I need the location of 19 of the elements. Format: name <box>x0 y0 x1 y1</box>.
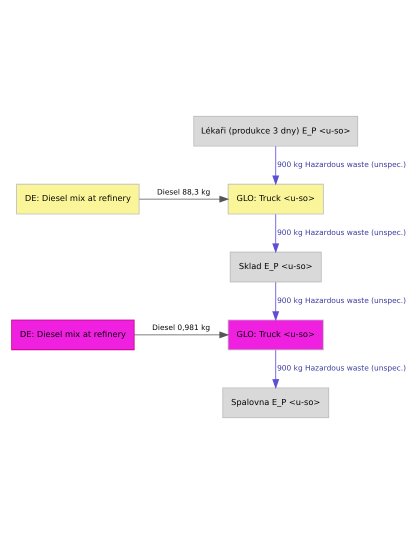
edge-label: Diesel 88,3 kg <box>157 187 210 196</box>
node-box: Sklad E_P <u-so> <box>230 252 322 282</box>
node-box: GLO: Truck <u-so> <box>228 320 324 350</box>
edge-label: Diesel 0,981 kg <box>152 323 210 332</box>
arrow <box>138 196 230 203</box>
arrow <box>272 350 280 390</box>
arrow <box>272 214 280 254</box>
node-box: DE: Diesel mix at refinery <box>16 184 140 214</box>
edge-label: 900 kg Hazardous waste (unspec.) <box>277 160 406 169</box>
edge-label: 900 kg Hazardous waste (unspec.) <box>277 296 406 305</box>
arrow <box>272 282 280 322</box>
arrow <box>272 146 280 186</box>
node-box: Lékaři (produkce 3 dny) E_P <u-so> <box>193 116 358 147</box>
node-box: GLO: Truck <u-so> <box>228 184 324 214</box>
arrow <box>134 331 230 338</box>
edge-label: 900 kg Hazardous waste (unspec.) <box>277 364 406 373</box>
edge-label: 900 kg Hazardous waste (unspec.) <box>277 228 406 237</box>
node-box: Spalovna E_P <u-so> <box>222 387 330 418</box>
node-box: DE: Diesel mix at refinery <box>11 320 135 350</box>
